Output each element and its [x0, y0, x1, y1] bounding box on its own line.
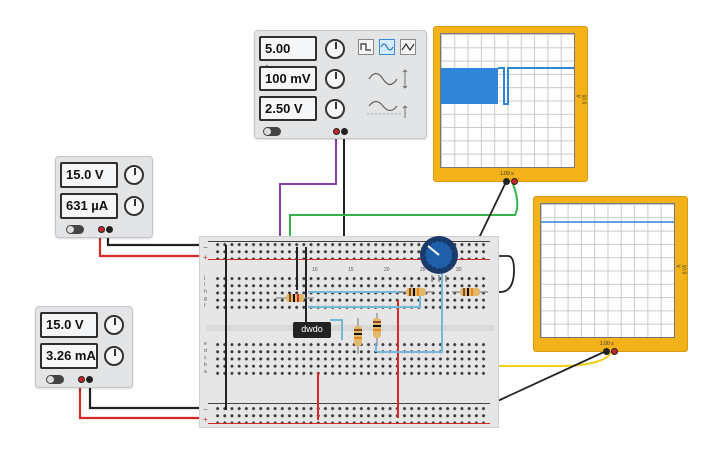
- psu2-voltage-display: 15.0 V: [40, 312, 98, 338]
- amplitude-sine-icon: [368, 69, 408, 89]
- dc-offset-display: 2.50 V: [259, 96, 317, 121]
- op-amp-chip[interactable]: dwdo: [293, 322, 331, 338]
- wire-black-scope1: [477, 183, 506, 241]
- amplitude-display: 100 mV: [259, 66, 317, 91]
- resistor-3[interactable]: [452, 288, 488, 296]
- psu1-power-switch[interactable]: [66, 225, 84, 234]
- oscilloscope-2-negative-probe[interactable]: [603, 348, 610, 355]
- jumper-blue-5: [330, 319, 343, 340]
- function-generator: 5.00 kHz 100 mV 2.50 V: [254, 30, 427, 139]
- column-number-10: 10: [312, 267, 318, 273]
- top-rail-positive-line: [208, 259, 490, 260]
- wire-yellow-scope2: [357, 351, 612, 367]
- oscilloscope-1-trace: [441, 67, 574, 105]
- amplitude-knob[interactable]: [325, 69, 345, 89]
- row-label-e: e: [204, 341, 207, 347]
- triangle-wave-icon: [401, 42, 415, 52]
- fgen-negative-terminal[interactable]: [341, 128, 348, 135]
- column-number-15: 15: [348, 267, 354, 273]
- oscilloscope-1-screen: [440, 33, 575, 168]
- oscilloscope-2-trace: [541, 221, 674, 223]
- psu1-current-display: 631 µA: [60, 193, 118, 219]
- top-power-rail-holes[interactable]: [214, 241, 486, 259]
- psu2-voltage-knob[interactable]: [104, 315, 124, 335]
- row-label-c: c: [204, 355, 207, 361]
- psu1-voltage-knob[interactable]: [124, 165, 144, 185]
- bottom-power-rail-holes[interactable]: [214, 405, 486, 423]
- oscilloscope-2-screen: [540, 203, 675, 338]
- triangle-wave-button[interactable]: [400, 39, 416, 55]
- psu1-current-knob[interactable]: [124, 196, 144, 216]
- resistor-4[interactable]: [354, 318, 362, 354]
- wire-black-loop: [487, 255, 515, 293]
- resistor-1[interactable]: [276, 294, 314, 302]
- bottom-rail-positive-line: [208, 423, 490, 424]
- row-label-g: g: [204, 296, 207, 302]
- oscilloscope-1-positive-probe[interactable]: [511, 178, 518, 185]
- fgen-positive-terminal[interactable]: [333, 128, 340, 135]
- psu2-power-switch[interactable]: [46, 375, 64, 384]
- top-rail-negative-line: [208, 241, 490, 242]
- column-number-20: 20: [384, 267, 390, 273]
- oscilloscope-2-time-div: 1.00 s: [600, 341, 614, 347]
- square-wave-icon: [360, 43, 371, 51]
- oscilloscope-1-time-div: 1.00 s: [500, 171, 514, 177]
- dc-offset-knob[interactable]: [325, 99, 345, 119]
- sine-wave-button[interactable]: [379, 39, 395, 55]
- bottom-rail-minus-label: −: [203, 405, 208, 414]
- potentiometer[interactable]: [420, 236, 458, 282]
- bottom-rail-plus-label: +: [203, 415, 208, 424]
- wire-black-scope2: [477, 351, 605, 411]
- psu1-positive-terminal[interactable]: [98, 226, 105, 233]
- breadboard-center-channel: [206, 325, 494, 331]
- row-label-h: h: [204, 289, 207, 295]
- wire-green-scope1: [289, 183, 519, 283]
- row-label-f: f: [204, 303, 206, 309]
- oscilloscope-1: 1.00 s 10.0 V: [433, 26, 588, 185]
- bottom-terminal-holes[interactable]: [214, 341, 486, 378]
- oscilloscope-2: 1.00 s 10.0 V: [533, 196, 688, 355]
- top-terminal-holes[interactable]: [214, 275, 486, 312]
- column-number-25: 25: [420, 267, 426, 273]
- top-rail-plus-label: +: [203, 253, 208, 262]
- square-wave-button[interactable]: [358, 39, 374, 55]
- function-generator-power-switch[interactable]: [263, 127, 281, 136]
- jumper-blue-3: [377, 265, 443, 353]
- wire-black-psu2: [88, 380, 212, 410]
- offset-sine-icon: [367, 100, 408, 118]
- row-label-j: j: [204, 275, 206, 281]
- row-label-b: b: [204, 362, 207, 368]
- psu1-voltage-display: 15.0 V: [60, 162, 118, 188]
- row-label-d: d: [204, 348, 207, 354]
- bottom-rail-negative-line: [208, 403, 490, 404]
- wire-red-psu2: [78, 380, 212, 420]
- jumper-blue-2: [308, 292, 421, 308]
- psu2-current-display: 3.26 mA: [40, 343, 98, 369]
- oscilloscope-2-positive-probe[interactable]: [611, 348, 618, 355]
- row-label-a: a: [204, 369, 207, 375]
- sine-wave-icon: [380, 43, 394, 51]
- frequency-knob[interactable]: [325, 39, 345, 59]
- power-supply-1: 15.0 V 631 µA: [55, 156, 153, 238]
- top-rail-minus-label: −: [203, 243, 208, 252]
- resistor-5[interactable]: [373, 313, 381, 346]
- power-supply-2: 15.0 V 3.26 mA: [35, 306, 133, 388]
- psu2-negative-terminal[interactable]: [86, 376, 93, 383]
- wire-purple-fgen: [279, 134, 337, 270]
- psu2-positive-terminal[interactable]: [78, 376, 85, 383]
- column-number-30: 30: [456, 267, 462, 273]
- psu1-negative-terminal[interactable]: [106, 226, 113, 233]
- resistor-2[interactable]: [398, 288, 434, 296]
- oscilloscope-1-negative-probe[interactable]: [503, 178, 510, 185]
- psu2-current-knob[interactable]: [104, 346, 124, 366]
- row-label-i: i: [204, 282, 206, 288]
